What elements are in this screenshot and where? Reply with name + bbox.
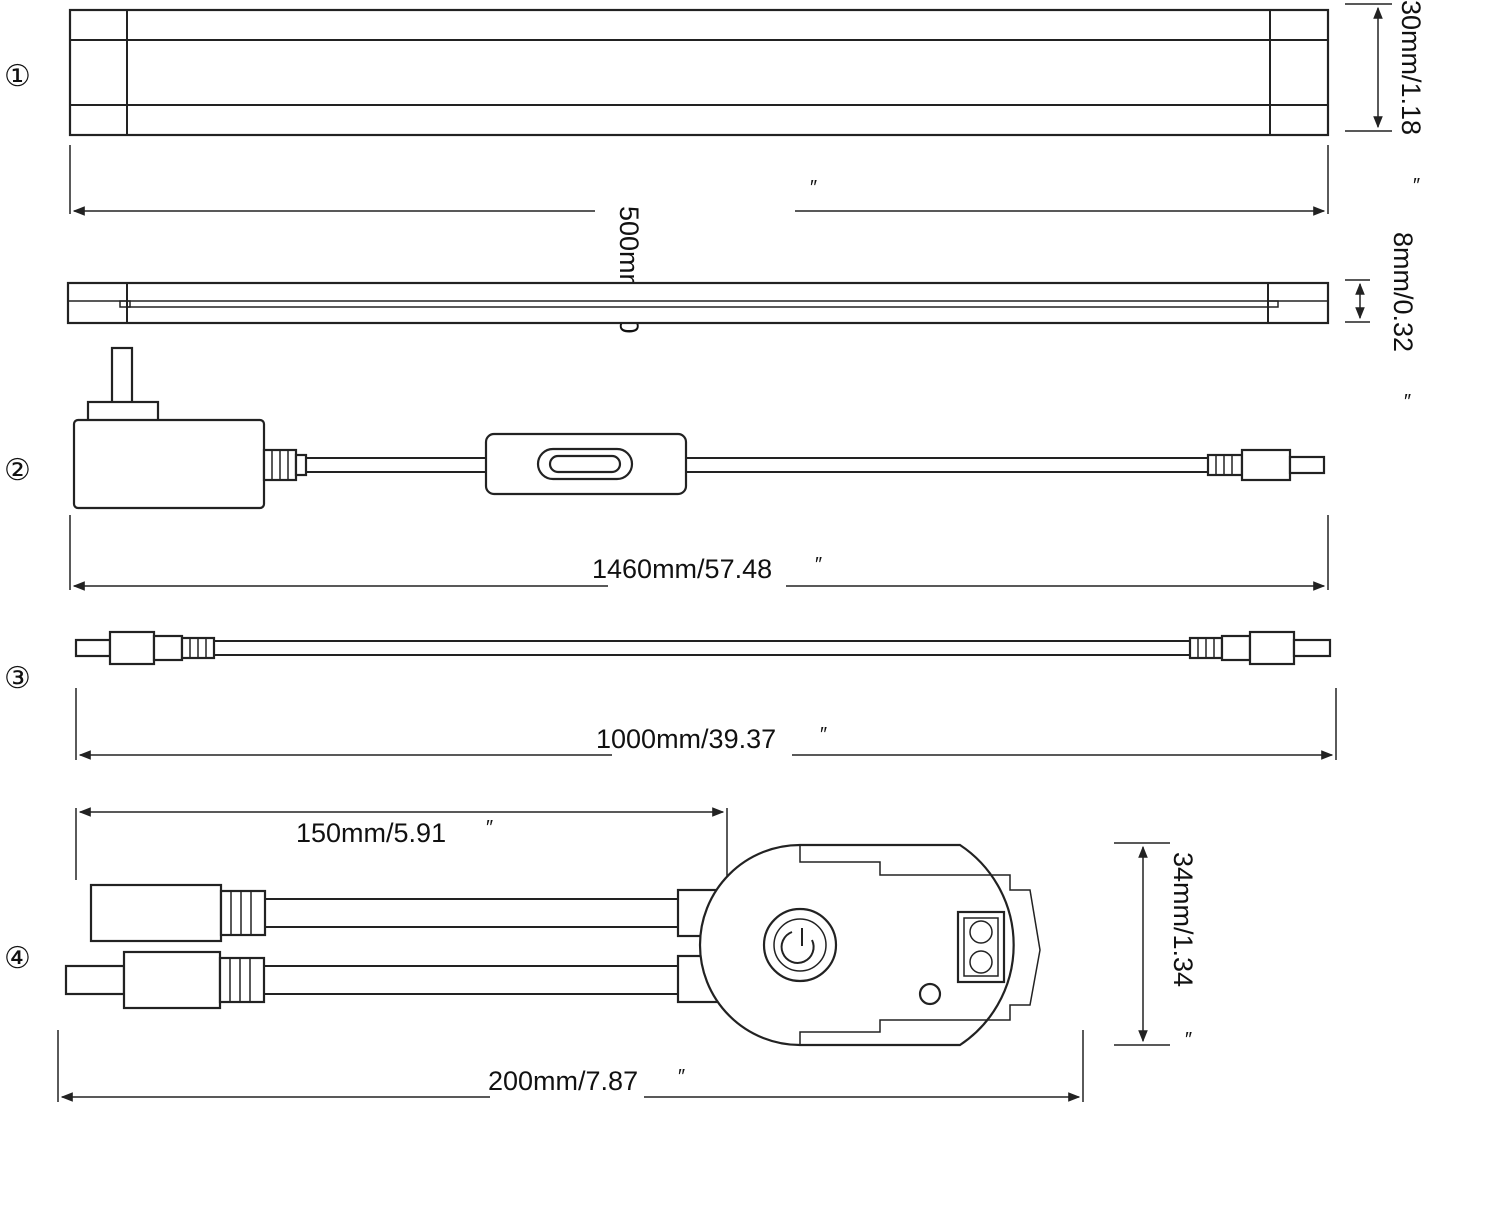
- bar-thickness-dimension: 8mm/0.32 ″: [1345, 232, 1418, 413]
- power-adapter: [72, 346, 308, 510]
- touch-dimmer-switch: [676, 843, 1041, 1047]
- switch-total-dimension: 200mm/7.87 ″: [57, 1030, 1084, 1102]
- bar-width-inch-mark: ″: [1413, 175, 1420, 197]
- bar-width-label: 30mm/1.18: [1396, 0, 1426, 135]
- item-label-2: ②: [4, 453, 31, 488]
- switch-lead-label: 150mm/5.91: [296, 818, 446, 848]
- bar-length-inch-mark: ″: [810, 177, 817, 199]
- connector-terminal: [956, 910, 1006, 984]
- switch-socket-lead: [89, 883, 678, 943]
- extension-plug-right: [1188, 630, 1332, 666]
- adapter-cable-label: 1460mm/57.48: [592, 554, 772, 584]
- switch-lead-inch-mark: ″: [486, 817, 493, 839]
- switch-total-inch-mark: ″: [678, 1066, 685, 1088]
- indicator-led: [918, 982, 942, 1006]
- switch-plug-lead: [64, 950, 678, 1010]
- adapter-cable-dimension: 1460mm/57.48 ″: [69, 515, 1329, 591]
- extension-plug-left: [74, 630, 216, 666]
- extension-cable-label: 1000mm/39.37: [596, 724, 776, 754]
- switch-lead-dimension: 150mm/5.91 ″: [75, 807, 728, 880]
- power-touch-icon: [762, 907, 838, 983]
- adapter-cable-inch-mark: ″: [815, 554, 822, 576]
- extension-cable-dimension: 1000mm/39.37 ″: [75, 688, 1337, 760]
- bar-thickness-inch-mark: ″: [1404, 391, 1411, 413]
- inline-switch: [484, 432, 688, 496]
- bar-width-dimension: 30mm/1.18 ″: [1345, 0, 1426, 197]
- item-label-3: ③: [4, 661, 31, 696]
- switch-height-dimension: 34mm/1.34 ″: [1114, 842, 1198, 1051]
- item-label-1: ①: [4, 59, 31, 94]
- extension-cable: [214, 640, 1190, 656]
- switch-height-inch-mark: ″: [1185, 1029, 1192, 1051]
- extension-cable-inch-mark: ″: [820, 724, 827, 746]
- switch-height-label: 34mm/1.34: [1168, 852, 1198, 987]
- led-bar-top-view: [68, 8, 1330, 137]
- item-label-4: ④: [4, 941, 31, 976]
- adapter-cable: [306, 457, 1208, 473]
- switch-total-label: 200mm/7.87: [488, 1066, 638, 1096]
- led-bar-side-view: [66, 281, 1330, 325]
- dc-plug-right: [1206, 448, 1326, 482]
- bar-thickness-label: 8mm/0.32: [1388, 232, 1418, 352]
